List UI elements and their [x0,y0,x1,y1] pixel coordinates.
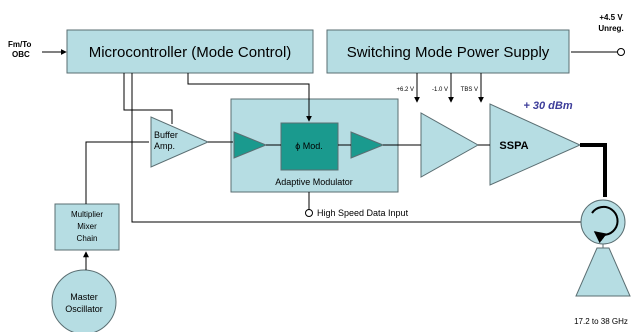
microcontroller-block [66,29,314,74]
modulator-input-amp [233,131,268,159]
multiplier-to-buffer-line [85,141,149,204]
buffer-amp-label-1: Buffer [154,130,178,140]
sspa-output-line [580,143,607,197]
frequency-range-label: 17.2 to 38 GHz [574,317,628,326]
buffer-amp-label-2: Amp. [154,141,175,151]
mc-to-circulator-control [131,73,587,225]
buffer-amp-triangle [150,116,210,168]
master-oscillator-block [51,269,117,332]
supply-voltage-label: +4.5 V [599,13,623,22]
microcontroller-label: Microcontroller (Mode Control) [89,44,292,61]
driver-amp-triangle [420,112,480,178]
phi-modulator-block [280,122,339,171]
adaptive-modulator-label: Adaptive Modulator [275,177,353,187]
horn-antenna [575,247,631,297]
rail-62v-label: +6.2 V [396,87,414,93]
power-supply-block [326,29,570,74]
rail-10v-label: -1.0 V [432,87,448,93]
power-supply-label: Switching Mode Power Supply [347,44,550,61]
high-speed-data-label: High Speed Data Input [317,208,409,218]
data-input-terminal [305,209,313,217]
multiplier-chain-block [54,203,120,251]
oscillator-label-1: Master [70,292,98,302]
mc-to-phimod-control [187,73,312,122]
obc-label: OBC [12,50,30,59]
mc-to-buffer-control [123,73,173,124]
multiplier-label-2: Mixer [77,222,97,231]
circulator-arrow [591,205,619,244]
rail-tbs-label: TBS V [461,87,478,93]
phi-mod-label: ϕ Mod. [295,141,323,151]
supply-input-terminal [617,48,625,56]
multiplier-label-3: Chain [77,234,98,243]
output-power-label: + 30 dBm [523,100,572,112]
oscillator-label-2: Oscillator [65,304,103,314]
multiplier-label-1: Multiplier [71,210,103,219]
fm-to-label: Fm/To [8,40,32,49]
supply-unreg-label: Unreg. [598,24,623,33]
sspa-label: SSPA [499,140,528,152]
